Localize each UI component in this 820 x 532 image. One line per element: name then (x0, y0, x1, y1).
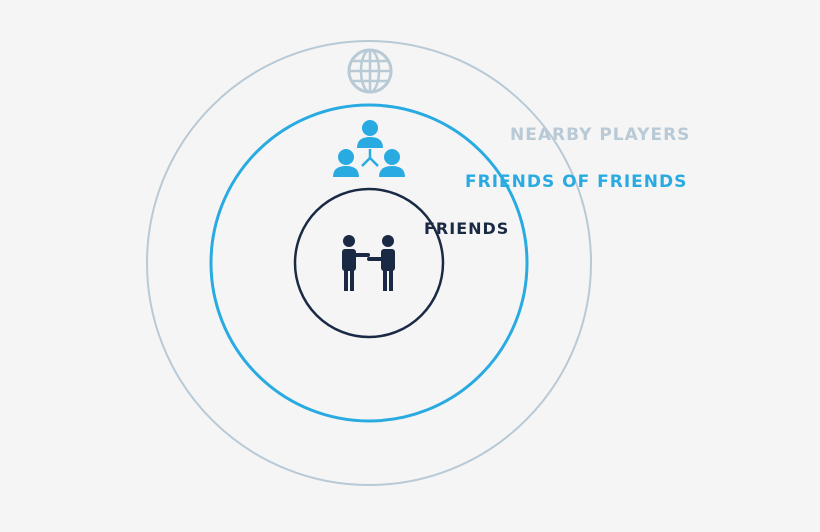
friends-of-friends-label: FRIENDS OF FRIENDS (465, 172, 688, 192)
globe-icon (347, 48, 393, 94)
nearby-players-circle (146, 40, 592, 486)
network-people-icon (333, 120, 405, 177)
friends-circle (293, 187, 445, 339)
nearby-players-label: NEARBY PLAYERS (510, 125, 691, 145)
friends-of-friends-circle (209, 103, 529, 423)
handshake-people-icon (342, 235, 395, 291)
friends-label: FRIENDS (424, 219, 510, 238)
